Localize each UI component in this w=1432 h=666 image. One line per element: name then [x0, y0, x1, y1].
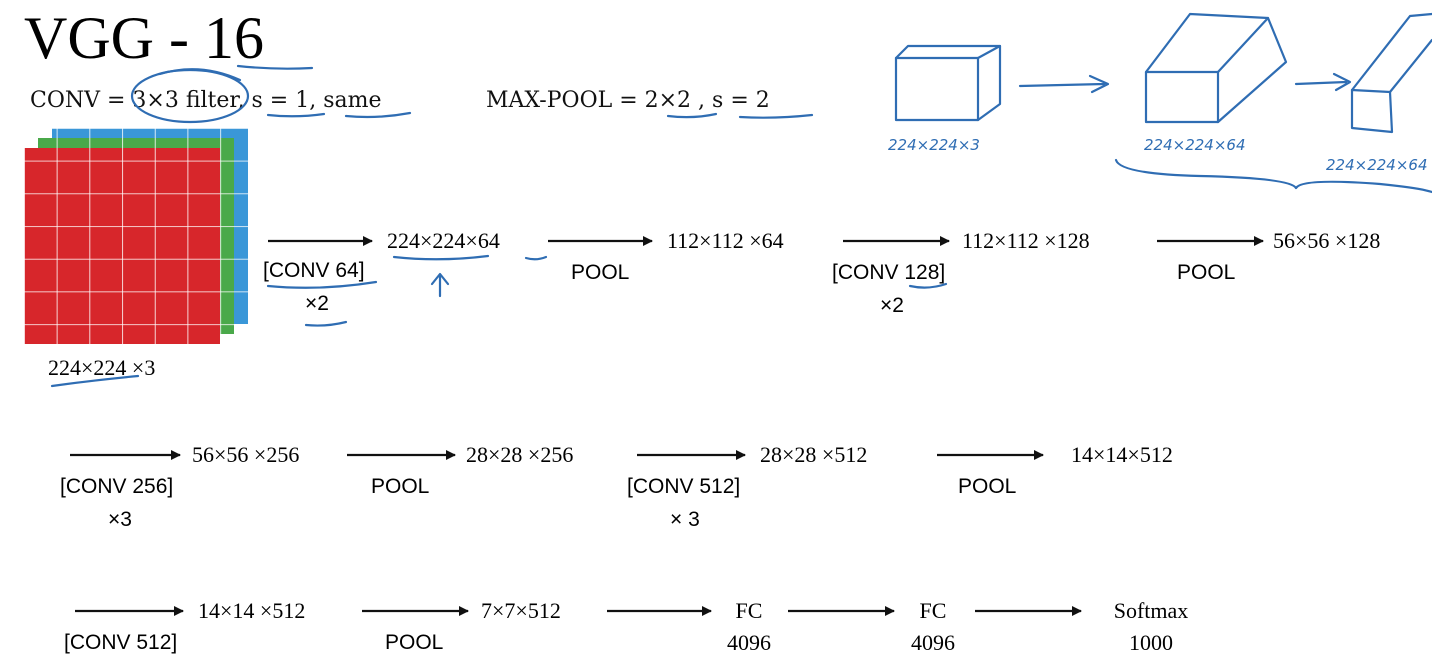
input-shape: 224×224 ×3 — [48, 355, 156, 380]
underline-conv64 — [266, 280, 378, 289]
conv-spec: CONV = 3×3 filter, s = 1, same — [30, 88, 382, 113]
shape-pool3: 28×28 ×256 — [466, 442, 574, 467]
shape-conv128: 112×112 ×128 — [962, 228, 1090, 253]
sketch-label-3: 224×224×64 — [1326, 156, 1427, 174]
shape-pool5: 7×7×512 — [481, 598, 561, 623]
underline-same — [344, 111, 412, 119]
fc2-size: 4096 — [911, 630, 955, 655]
sketch-box-2 — [1144, 12, 1288, 124]
shape-conv256: 56×56 ×256 — [192, 442, 300, 467]
arc-filter — [158, 68, 242, 82]
underline-2x2 — [666, 112, 718, 119]
repeat-conv512a: × 3 — [670, 508, 700, 531]
repeat-conv64: ×2 — [305, 292, 329, 315]
shape-conv512b: 14×14 ×512 — [198, 598, 306, 623]
sketch-arrow-1 — [1018, 74, 1110, 94]
fc2-name: FC — [919, 598, 947, 623]
fc1-size: 4096 — [727, 630, 771, 655]
underline-s2 — [738, 113, 814, 119]
underline-s1 — [266, 112, 326, 118]
repeat-conv128: ×2 — [880, 294, 904, 317]
sketch-label-2: 224×224×64 — [1144, 136, 1245, 154]
input-volume-graphic — [24, 128, 248, 344]
underline-16 — [236, 64, 314, 70]
op-pool4: POOL — [958, 475, 1017, 498]
op-pool1: POOL — [571, 261, 630, 284]
op-pool2: POOL — [1177, 261, 1236, 284]
sketch-arrow-2 — [1294, 72, 1352, 92]
underline-64 — [524, 255, 548, 261]
sketch-box-1 — [894, 44, 1002, 122]
op-conv64: [CONV 64] — [263, 259, 365, 282]
op-pool5: POOL — [385, 631, 444, 654]
input-volume — [24, 128, 264, 358]
shape-pool1: 112×112 ×64 — [667, 228, 784, 253]
op-conv256: [CONV 256] — [60, 475, 174, 498]
fc1-name: FC — [735, 598, 763, 623]
op-conv512b: [CONV 512] — [64, 631, 178, 654]
sketch-box-3 — [1350, 12, 1432, 134]
shape-conv64: 224×224×64 — [387, 228, 500, 253]
shape-pool2: 56×56 ×128 — [1273, 228, 1381, 253]
softmax-size: 1000 — [1129, 630, 1173, 655]
underline-128 — [908, 282, 948, 289]
sketch-label-1: 224×224×3 — [888, 136, 980, 154]
up-arrow — [430, 272, 450, 298]
underline-shape64 — [392, 254, 490, 261]
shape-conv512a: 28×28 ×512 — [760, 442, 868, 467]
softmax-name: Softmax — [1113, 598, 1189, 623]
op-pool3: POOL — [371, 475, 430, 498]
shape-pool4: 14×14×512 — [1071, 442, 1173, 467]
pool-spec: MAX-POOL = 2×2 , s = 2 — [486, 88, 770, 113]
sketch-brace — [1114, 158, 1432, 194]
circle-filter — [130, 68, 250, 124]
underline-x2 — [304, 320, 348, 327]
op-conv512a: [CONV 512] — [627, 475, 741, 498]
page-title: VGG - 16 — [24, 5, 264, 71]
op-conv128: [CONV 128] — [832, 261, 946, 284]
repeat-conv256: ×3 — [108, 508, 132, 531]
underline-input — [50, 374, 140, 388]
